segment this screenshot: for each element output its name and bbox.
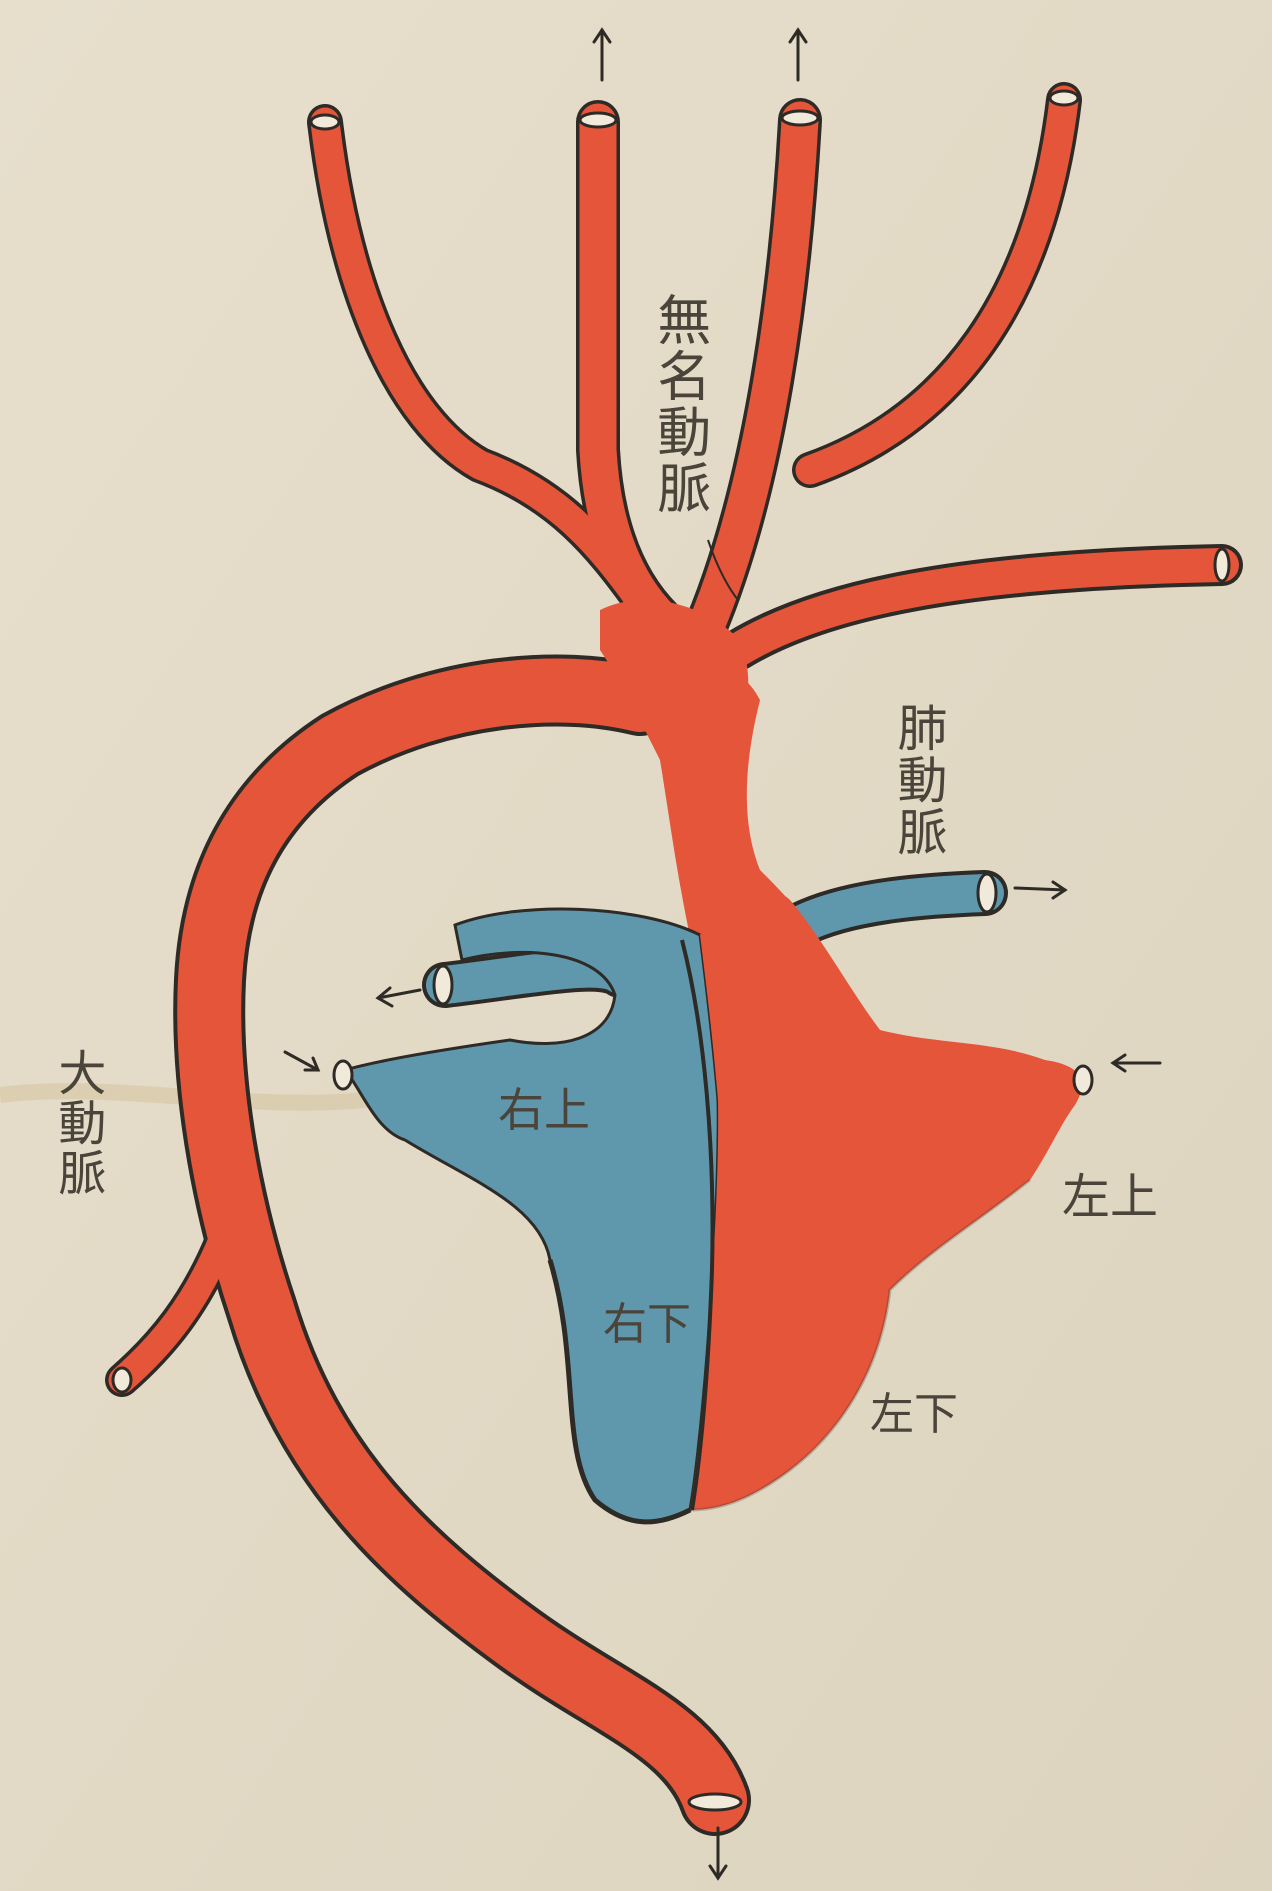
opening-outer-right — [1050, 91, 1078, 105]
opening-right-subclavian — [1215, 549, 1229, 581]
right-atrium-label: 右上 — [498, 1086, 590, 1134]
pulmonary-branch-left — [445, 969, 620, 985]
opening-vena-cava — [334, 1061, 352, 1089]
opening-pulmonary-left — [434, 966, 452, 1004]
left-atrium-label: 左上 — [1062, 1172, 1158, 1222]
aorta-label: 大動脈 — [52, 1048, 102, 1198]
opening-outer-left — [311, 115, 339, 129]
innominate-artery-label: 無名動脈 — [650, 292, 707, 516]
pulmonary-artery-label: 肺動脈 — [892, 702, 945, 858]
opening-aorta-branch — [113, 1368, 131, 1392]
opening-inner-left — [580, 113, 616, 127]
right-ventricle-label: 右下 — [603, 1302, 691, 1348]
opening-inner-right — [782, 111, 818, 125]
left-ventricle-label: 左下 — [870, 1392, 958, 1438]
opening-pulmonary-vein — [1074, 1066, 1092, 1094]
opening-descending-aorta — [689, 1794, 741, 1810]
opening-pulmonary-right — [978, 874, 996, 912]
